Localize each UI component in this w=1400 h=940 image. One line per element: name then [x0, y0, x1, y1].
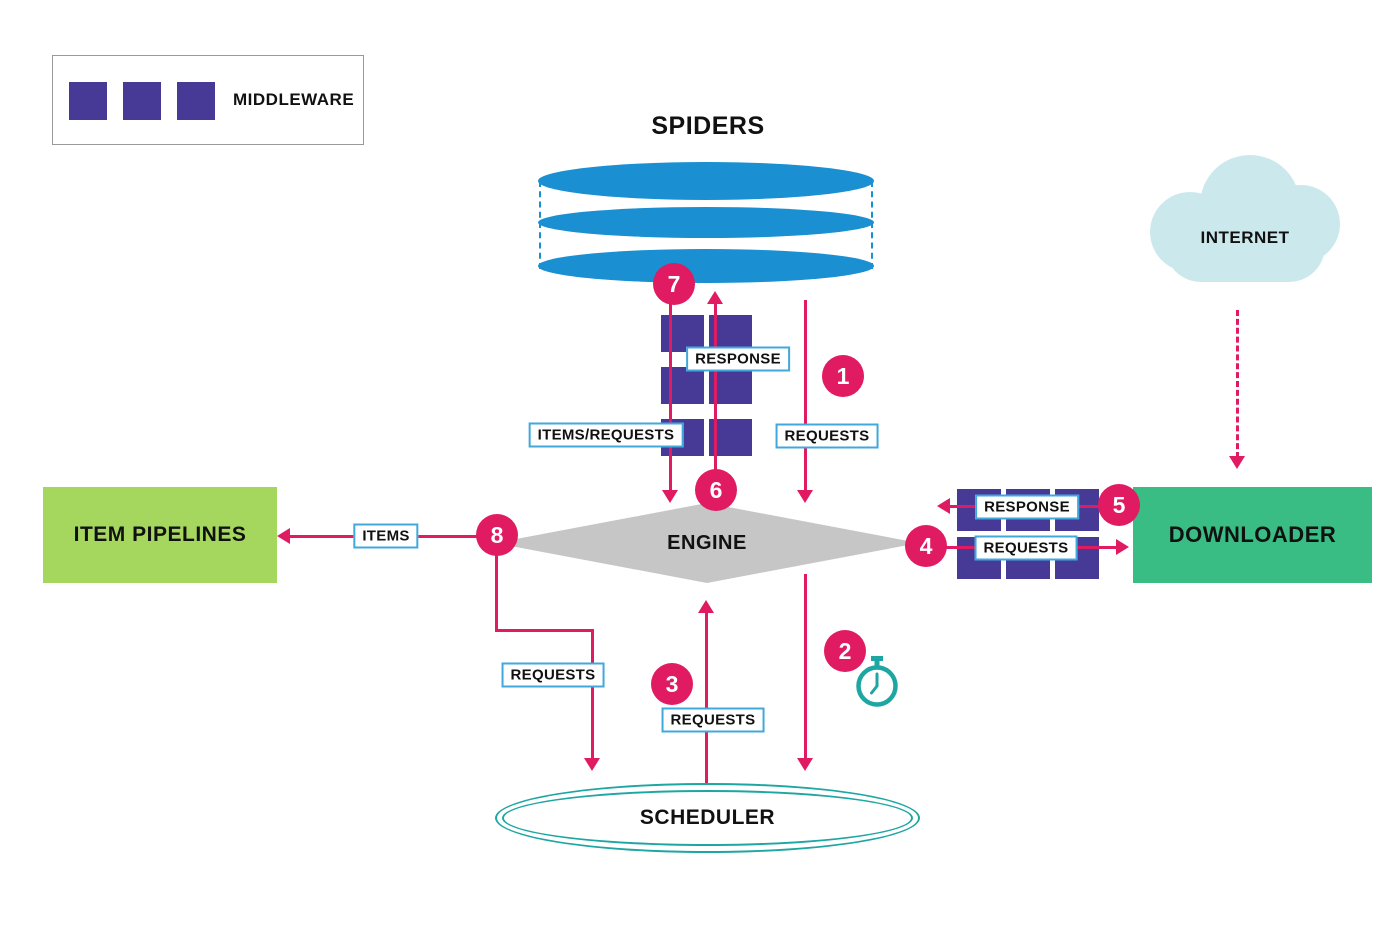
- spider-disc: [538, 162, 874, 200]
- arrow-requests-spider-arrowhead: [797, 490, 813, 503]
- flow-label-items: ITEMS: [353, 523, 419, 549]
- arrow-response-left-arrowhead: [937, 498, 950, 514]
- spider-disc: [538, 249, 874, 283]
- step-badge-8: 8: [476, 514, 518, 556]
- scheduler-label: SCHEDULER: [639, 806, 776, 829]
- downloader-node: DOWNLOADER: [1133, 487, 1372, 583]
- arrow-items-requests-arrowhead: [662, 490, 678, 503]
- middleware-square-icon: [123, 82, 161, 120]
- flow-label-response-spider: RESPONSE: [686, 346, 790, 372]
- legend-label: MIDDLEWARE: [233, 90, 355, 109]
- flow-label-requests-to-scheduler: REQUESTS: [501, 662, 605, 688]
- middleware-square-icon: [177, 82, 215, 120]
- spider-disc: [538, 207, 874, 238]
- arrow-engine-scheduler-down: [804, 574, 807, 760]
- arrow-requests-scheduler-up: [705, 613, 708, 783]
- arrow-engine-scheduler-arrowhead: [797, 758, 813, 771]
- spider-middleware-square: [661, 315, 704, 352]
- internet-label: INTERNET: [1200, 228, 1290, 247]
- step-badge-7: 7: [653, 263, 695, 305]
- item-pipelines-node: ITEM PIPELINES: [43, 487, 277, 583]
- flow-label-requests-spider: REQUESTS: [775, 423, 879, 449]
- step-badge-6: 6: [695, 469, 737, 511]
- spiders-title: SPIDERS: [651, 112, 765, 140]
- cloud-shape: [1165, 210, 1325, 282]
- middleware-legend-box: MIDDLEWARE: [52, 55, 364, 145]
- arrow-requests-right-arrowhead: [1116, 539, 1129, 555]
- engine-node: ENGINE: [495, 503, 919, 583]
- arrow-items-arrowhead: [277, 528, 290, 544]
- item-pipelines-label: ITEM PIPELINES: [73, 523, 247, 546]
- arrow-requests-spider-down: [804, 300, 807, 490]
- requests-to-scheduler-arrowhead: [584, 758, 600, 771]
- stopwatch-icon: [856, 656, 898, 707]
- internet-downloader-arrow: [1236, 310, 1239, 458]
- arrow-requests-scheduler-arrowhead: [698, 600, 714, 613]
- internet-downloader-arrowhead: [1229, 456, 1245, 469]
- step-badge-5: 5: [1098, 484, 1140, 526]
- scheduler-inner-ring: SCHEDULER: [502, 790, 913, 846]
- scheduler-node: SCHEDULER: [495, 783, 920, 853]
- middleware-square-icon: [69, 82, 107, 120]
- requests-to-scheduler-segment-3: [591, 629, 594, 760]
- step-badge-2: 2: [824, 630, 866, 672]
- flow-label-requests-from-scheduler: REQUESTS: [661, 707, 765, 733]
- step-badge-4: 4: [905, 525, 947, 567]
- flow-label-items-requests: ITEMS/REQUESTS: [528, 422, 684, 448]
- requests-to-scheduler-segment-2: [495, 629, 594, 632]
- engine-label: ENGINE: [667, 531, 747, 554]
- flow-label-requests-downloader: REQUESTS: [974, 535, 1078, 561]
- spider-stack-right-edge: [871, 181, 873, 269]
- flow-label-response-downloader: RESPONSE: [975, 494, 1079, 520]
- arrow-response-arrowhead: [707, 291, 723, 304]
- internet-cloud: INTERNET: [1150, 150, 1340, 300]
- arrow-response-up: [714, 304, 717, 503]
- step-badge-3: 3: [651, 663, 693, 705]
- arrow-items-requests-down: [669, 300, 672, 490]
- requests-to-scheduler-segment-1: [495, 554, 498, 632]
- step-badge-1: 1: [822, 355, 864, 397]
- spider-middleware-square: [661, 367, 704, 404]
- downloader-label: DOWNLOADER: [1168, 522, 1337, 547]
